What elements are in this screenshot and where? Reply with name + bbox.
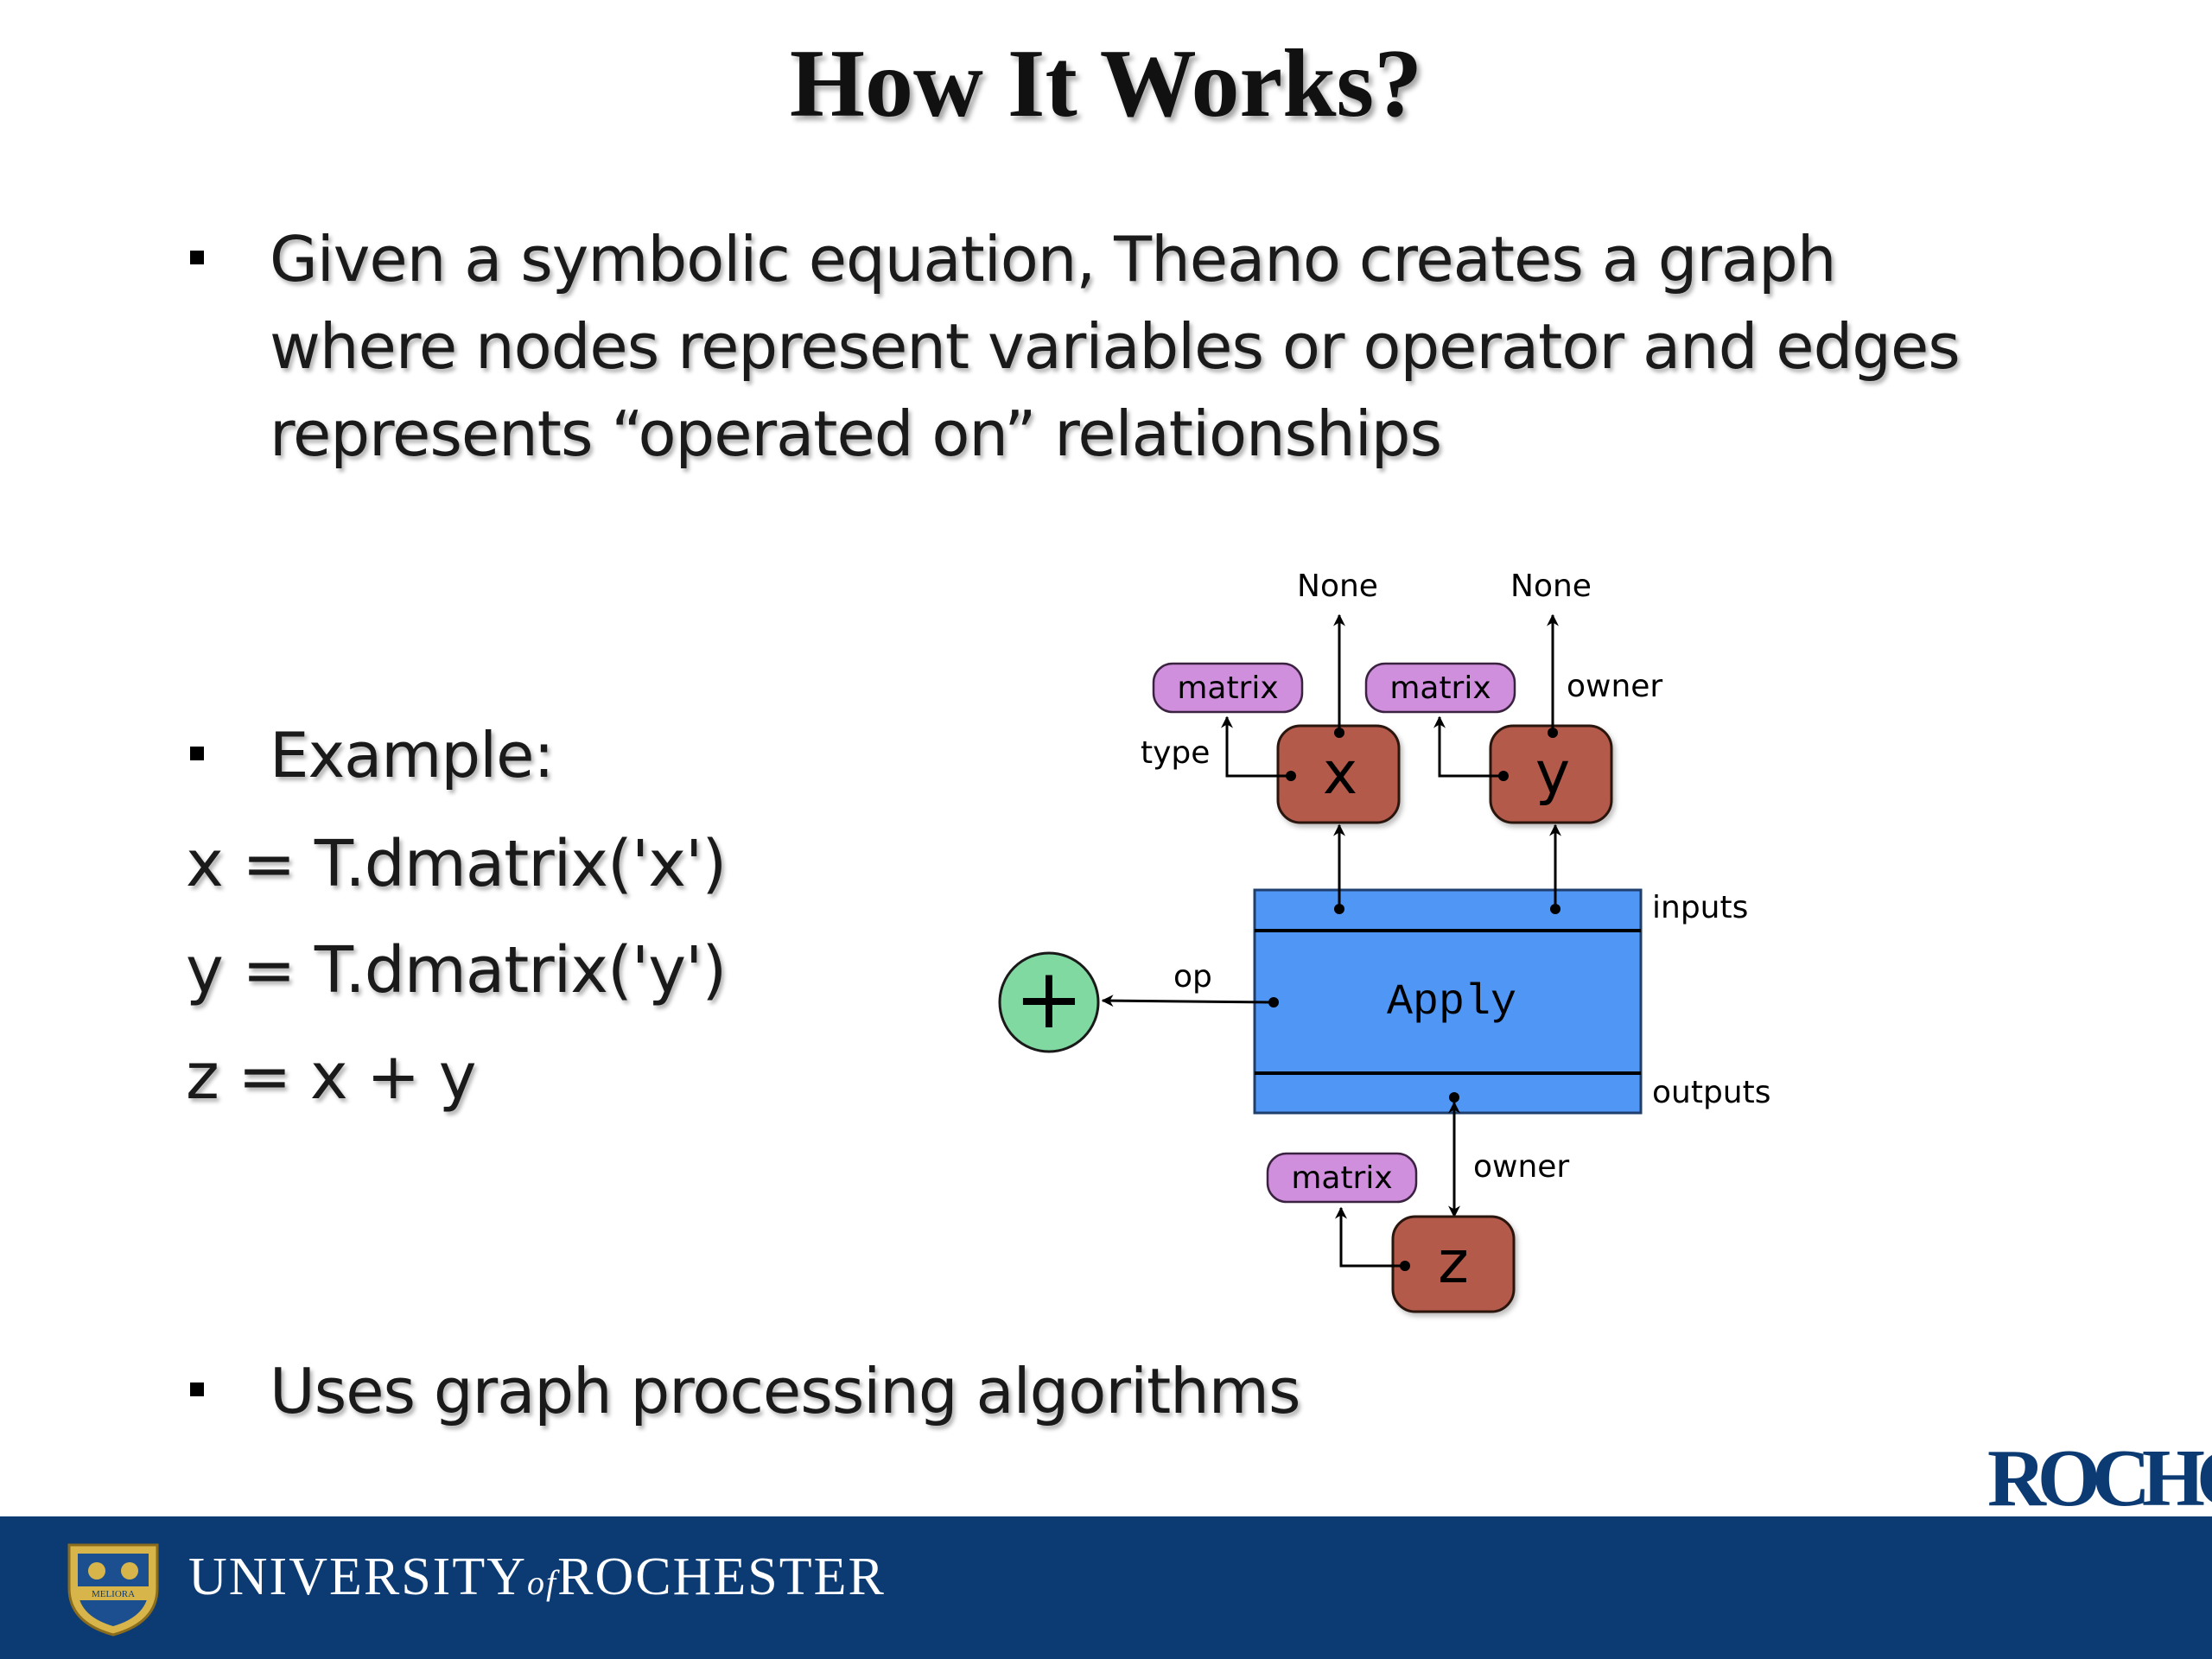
type-pill-x: matrix xyxy=(1152,662,1304,714)
variable-z-label: z xyxy=(1438,1229,1469,1297)
input-edge-dot xyxy=(1550,904,1560,914)
wordmark-rochester: ROCHESTER xyxy=(557,1548,886,1606)
input-edge-dot xyxy=(1334,904,1344,914)
type-pill-z: matrix xyxy=(1266,1152,1418,1204)
theano-graph-diagram: Apply inputs outputs op + x y None None … xyxy=(998,569,1771,1313)
code-line-y: y = T.dmatrix('y') xyxy=(186,933,727,1007)
owner-label-z: owner xyxy=(1473,1149,1569,1185)
owner-label-y: owner xyxy=(1567,669,1662,704)
matrix-label-z: matrix xyxy=(1291,1160,1392,1196)
bullet-marker xyxy=(190,1382,204,1396)
bullet-text-example: Example: xyxy=(270,712,555,799)
type-edge-dot xyxy=(1498,771,1509,781)
type-edge-dot xyxy=(1400,1261,1410,1271)
seal-band xyxy=(78,1586,149,1600)
wordmark-university: UNIVERSITY xyxy=(188,1548,527,1606)
type-edge-y xyxy=(1433,715,1503,778)
owner-edge-dot xyxy=(1334,728,1344,738)
variable-x-label: x xyxy=(1323,740,1357,808)
seal-circle xyxy=(88,1562,105,1580)
bullet-marker xyxy=(190,747,204,760)
wordmark-of: of xyxy=(526,1563,558,1602)
op-label: op xyxy=(1173,959,1212,995)
matrix-pill-x xyxy=(1152,662,1304,714)
type-edge-x xyxy=(1221,715,1291,778)
plus-icon: + xyxy=(1014,950,1084,1047)
bullet-line: Given a symbolic equation, Theano create… xyxy=(270,223,1836,296)
rochcl-logo: ROCHCL xyxy=(1987,1433,2212,1516)
none-label-x: None xyxy=(1297,569,1378,604)
op-edge xyxy=(1101,995,1274,1007)
none-label-y: None xyxy=(1510,569,1592,604)
seal-motto: MELIORA xyxy=(92,1589,135,1599)
apply-node: Apply xyxy=(1253,888,1643,1115)
slide-title: How It Works? xyxy=(789,30,1423,137)
variable-node-x: x xyxy=(1276,724,1401,824)
seal-circle xyxy=(121,1562,138,1580)
type-pill-y: matrix xyxy=(1364,662,1516,714)
matrix-pill-y xyxy=(1364,662,1516,714)
matrix-label-x: matrix xyxy=(1177,671,1278,706)
bullet-marker xyxy=(190,251,204,264)
variable-y-label: y xyxy=(1535,740,1570,808)
bullet-line: Example: xyxy=(270,719,555,791)
bullet-text-algorithms: Uses graph processing algorithms xyxy=(270,1348,1300,1435)
bullet-line: Uses graph processing algorithms xyxy=(270,1355,1300,1427)
owner-edge-dot xyxy=(1548,728,1558,738)
bullet-line: where nodes represent variables or opera… xyxy=(270,310,1961,383)
university-seal-icon: MELIORA xyxy=(67,1543,159,1637)
code-line-x: x = T.dmatrix('x') xyxy=(186,827,727,901)
output-edge-dot xyxy=(1449,1092,1459,1103)
type-edge-z xyxy=(1335,1206,1405,1268)
variable-node-z: z xyxy=(1391,1215,1516,1313)
inputs-label: inputs xyxy=(1652,890,1748,925)
bullet-line: represents “operated on” relationships xyxy=(270,397,1442,470)
outputs-label: outputs xyxy=(1652,1075,1771,1110)
bullet-text-graph-intro: Given a symbolic equation, Theano create… xyxy=(270,216,1961,478)
variable-node-y: y xyxy=(1489,724,1613,824)
footer-bar xyxy=(0,1516,2212,1659)
type-label: type xyxy=(1141,735,1210,771)
op-edge-dot xyxy=(1268,997,1279,1007)
type-edge-dot xyxy=(1286,771,1296,781)
university-wordmark: UNIVERSITYofROCHESTER xyxy=(188,1547,886,1608)
matrix-pill-z xyxy=(1266,1152,1418,1204)
apply-label: Apply xyxy=(1387,978,1516,1027)
apply-box xyxy=(1253,888,1643,1115)
rochcl-logo-text: ROCHCL xyxy=(1987,1433,2212,1516)
variable-y-box xyxy=(1489,724,1613,824)
plus-op-node: + xyxy=(998,950,1100,1053)
plus-op-circle xyxy=(998,951,1100,1053)
matrix-label-y: matrix xyxy=(1389,671,1491,706)
code-line-z: z = x + y xyxy=(186,1039,477,1114)
variable-z-box xyxy=(1391,1215,1516,1313)
